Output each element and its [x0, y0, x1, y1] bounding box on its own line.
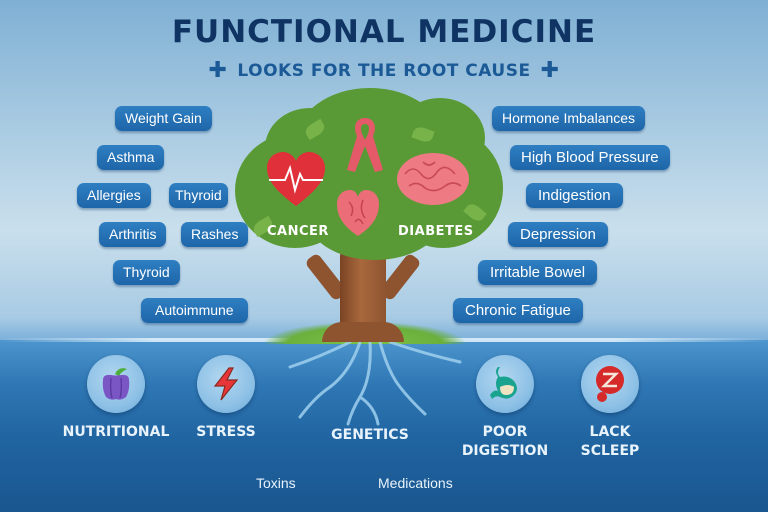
symptom-pill-thyroid-2: Thyroid — [113, 260, 180, 285]
canopy-label-cancer: CANCER — [267, 224, 329, 239]
root-cause-label: GENETICS — [331, 427, 409, 443]
root-cause-label: POOR — [482, 424, 528, 440]
root-cause-nutritional: NUTRITIONAL — [60, 355, 172, 442]
lightning-icon-circle — [197, 355, 255, 413]
sleep-zz-icon — [596, 366, 624, 402]
minor-cause-medications: Medications — [378, 475, 453, 491]
cancer-ribbon-icon — [347, 118, 383, 172]
tree-canopy: CANCER DIABETES — [235, 88, 503, 260]
canopy-label-diabetes: DIABETES — [398, 224, 474, 239]
symptom-pill-autoimmune: Autoimmune — [141, 298, 248, 323]
symptom-pill-high-blood-pressure: High Blood Pressure — [510, 145, 670, 170]
symptom-pill-depression: Depression — [508, 222, 608, 247]
brain-icon — [397, 153, 469, 205]
root-cause-label: DIGESTION — [461, 443, 549, 459]
root-cause-lack-sleep: LACK SCLEEP — [570, 355, 650, 461]
sleep-zz-icon-circle — [581, 355, 639, 413]
tree-trunk-base — [322, 322, 404, 342]
heart-organ-icon — [337, 190, 379, 236]
symptom-pill-irritable-bowel: Irritable Bowel — [478, 260, 598, 285]
symptom-pill-hormone-imbalances: Hormone Imbalances — [492, 106, 646, 131]
subtitle-row: ✚ LOOKS FOR THE ROOT CAUSE ✚ — [0, 60, 768, 82]
page-title: FUNCTIONAL MEDICINE — [171, 14, 597, 50]
pepper-icon-circle — [87, 355, 145, 413]
root-cause-genetics: GENETICS — [315, 426, 425, 445]
root-cause-label: NUTRITIONAL — [62, 424, 170, 440]
heart-ecg-icon — [267, 152, 325, 206]
symptom-pill-asthma: Asthma — [97, 145, 165, 170]
root-cause-poor-digestion: POOR DIGESTION — [455, 355, 555, 461]
pepper-icon — [102, 368, 130, 400]
plus-icon: ✚ — [208, 58, 228, 83]
stomach-icon — [490, 367, 517, 399]
root-cause-stress: STRESS — [195, 355, 257, 442]
symptom-pill-thyroid: Thyroid — [169, 183, 228, 208]
symptom-pill-weight-gain: Weight Gain — [115, 106, 212, 131]
minor-cause-toxins: Toxins — [256, 475, 296, 491]
stomach-icon-circle — [476, 355, 534, 413]
root-cause-label: LACK — [589, 424, 631, 440]
symptom-pill-arthritis: Arthritis — [99, 222, 167, 247]
symptom-pill-chronic-fatigue: Chronic Fatigue — [453, 298, 583, 323]
symptom-pill-indigestion: Indigestion — [526, 183, 623, 208]
subtitle: LOOKS FOR THE ROOT CAUSE — [237, 61, 531, 81]
lightning-icon — [213, 367, 239, 401]
symptom-pill-rashes: Rashes — [181, 222, 249, 247]
roots-icon — [288, 342, 462, 426]
root-cause-label: STRESS — [196, 424, 256, 440]
symptom-pill-allergies: Allergies — [77, 183, 151, 208]
plus-icon: ✚ — [540, 58, 560, 83]
root-cause-label: SCLEEP — [580, 443, 640, 459]
